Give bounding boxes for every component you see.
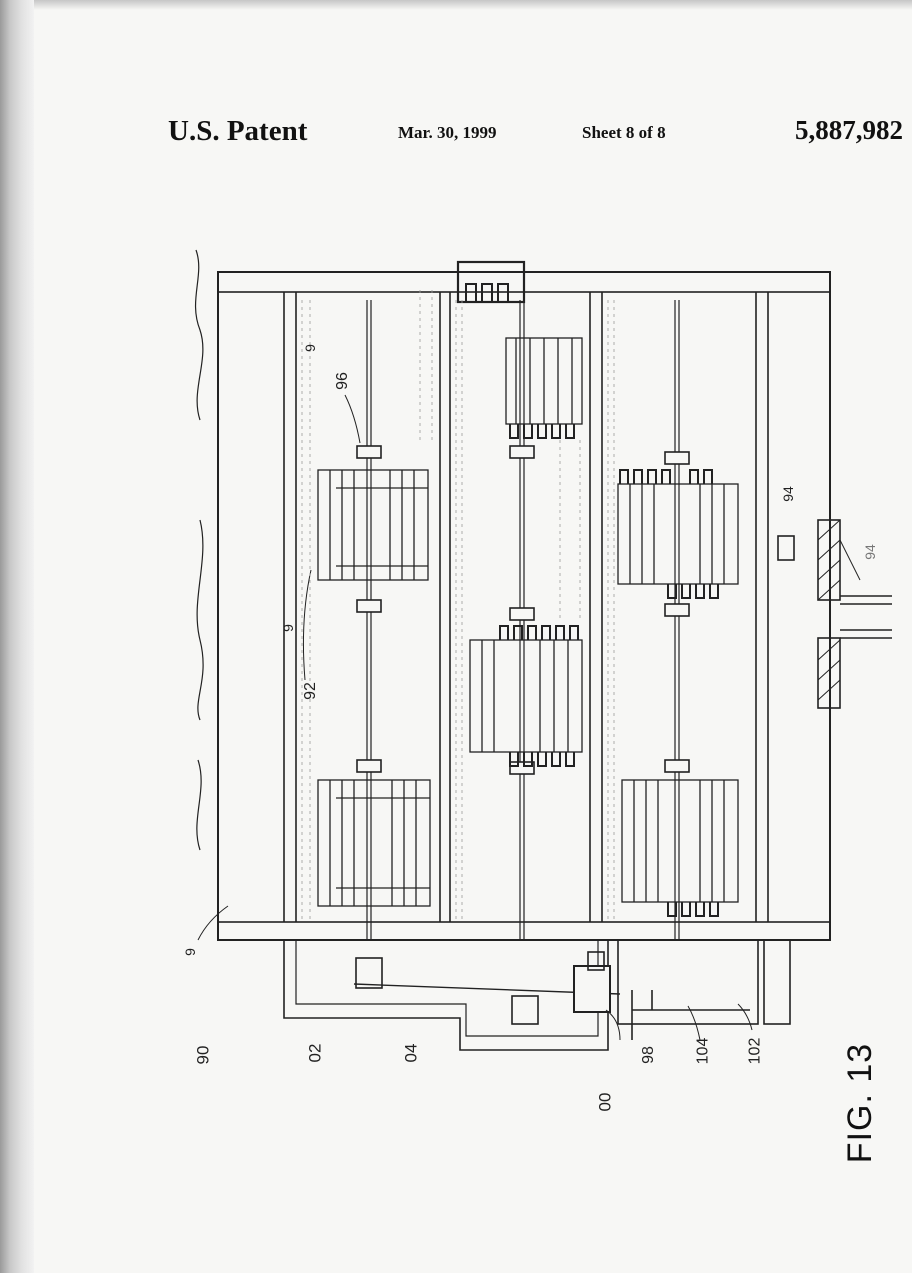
ref-numeral-94-inner: 94 xyxy=(780,486,796,502)
ref-numeral-9-top: 9 xyxy=(302,344,318,352)
ref-numeral-98: 98 xyxy=(640,1046,658,1064)
ref-numeral-00: 00 xyxy=(595,1093,615,1112)
ref-numeral-9-mid: 9 xyxy=(280,624,296,632)
ref-numeral-92: 92 xyxy=(302,682,320,700)
ref-numeral-90: 90 xyxy=(193,1046,213,1065)
ref-numeral-96: 96 xyxy=(334,372,352,390)
ref-numeral-02: 02 xyxy=(305,1044,325,1063)
ref-numeral-94-outer: 94 xyxy=(862,544,878,560)
ref-numeral-104: 104 xyxy=(694,1038,712,1065)
ref-numeral-102: 102 xyxy=(746,1038,764,1065)
ref-numeral-9-bottom: 9 xyxy=(182,948,198,956)
figure-caption: FIG. 13 xyxy=(840,1023,880,1183)
ref-numeral-04: 04 xyxy=(401,1044,421,1063)
